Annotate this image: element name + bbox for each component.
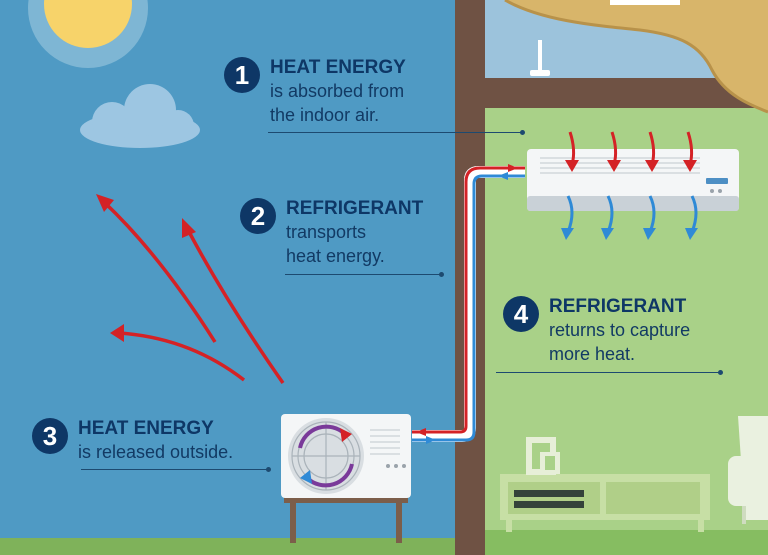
step-3-heading: HEAT ENERGY <box>78 418 214 439</box>
sun-icon <box>28 0 148 68</box>
picture-frame-icon <box>526 437 560 475</box>
step-4-line-1: returns to capture <box>549 320 691 340</box>
step-2-heading: REFRIGERANT <box>286 198 424 219</box>
indoor-heat-arrowheads <box>565 160 697 172</box>
cool-air-arrowheads <box>561 228 698 240</box>
step-1-number-badge: 1 <box>224 57 260 93</box>
step-3: 3 HEAT ENERGY is released outside. <box>32 417 233 464</box>
released-heat-arrowheads <box>96 194 196 342</box>
tv-stand-icon <box>500 474 710 532</box>
step-1-line-1: is absorbed from <box>270 81 405 101</box>
step-4-heading: REFRIGERANT <box>549 296 687 317</box>
step-1-heading: HEAT ENERGY <box>270 57 406 78</box>
step-3-line-1: is released outside. <box>78 442 234 462</box>
step-4: 4 REFRIGERANT returns to capture more he… <box>503 295 690 366</box>
released-heat-arrows <box>102 200 285 385</box>
step-3-leader-line <box>81 467 271 472</box>
cloud-icon <box>80 84 200 148</box>
refrigerant-pipes <box>412 164 525 444</box>
outdoor-unit-stand <box>284 497 408 543</box>
step-4-number-badge: 4 <box>503 296 539 332</box>
step-1: 1 HEAT ENERGY is absorbed from the indoo… <box>224 56 406 127</box>
step-2-line-2: heat energy. <box>286 246 385 266</box>
step-1-line-2: the indoor air. <box>270 105 380 125</box>
step-4-leader-line <box>496 370 723 375</box>
fan-icon <box>288 418 364 494</box>
house-structure <box>455 0 768 555</box>
step-4-line-2: more heat. <box>549 344 636 364</box>
step-1-leader-line <box>268 130 525 135</box>
step-2-leader-line <box>285 272 444 277</box>
armchair-icon <box>728 416 768 524</box>
indoor-unit-icon <box>527 149 739 211</box>
step-2-line-1: transports <box>286 222 367 242</box>
step-2-number-badge: 2 <box>240 198 276 234</box>
step-2: 2 REFRIGERANT transports heat energy. <box>240 197 423 268</box>
step-3-number-badge: 3 <box>32 418 68 454</box>
